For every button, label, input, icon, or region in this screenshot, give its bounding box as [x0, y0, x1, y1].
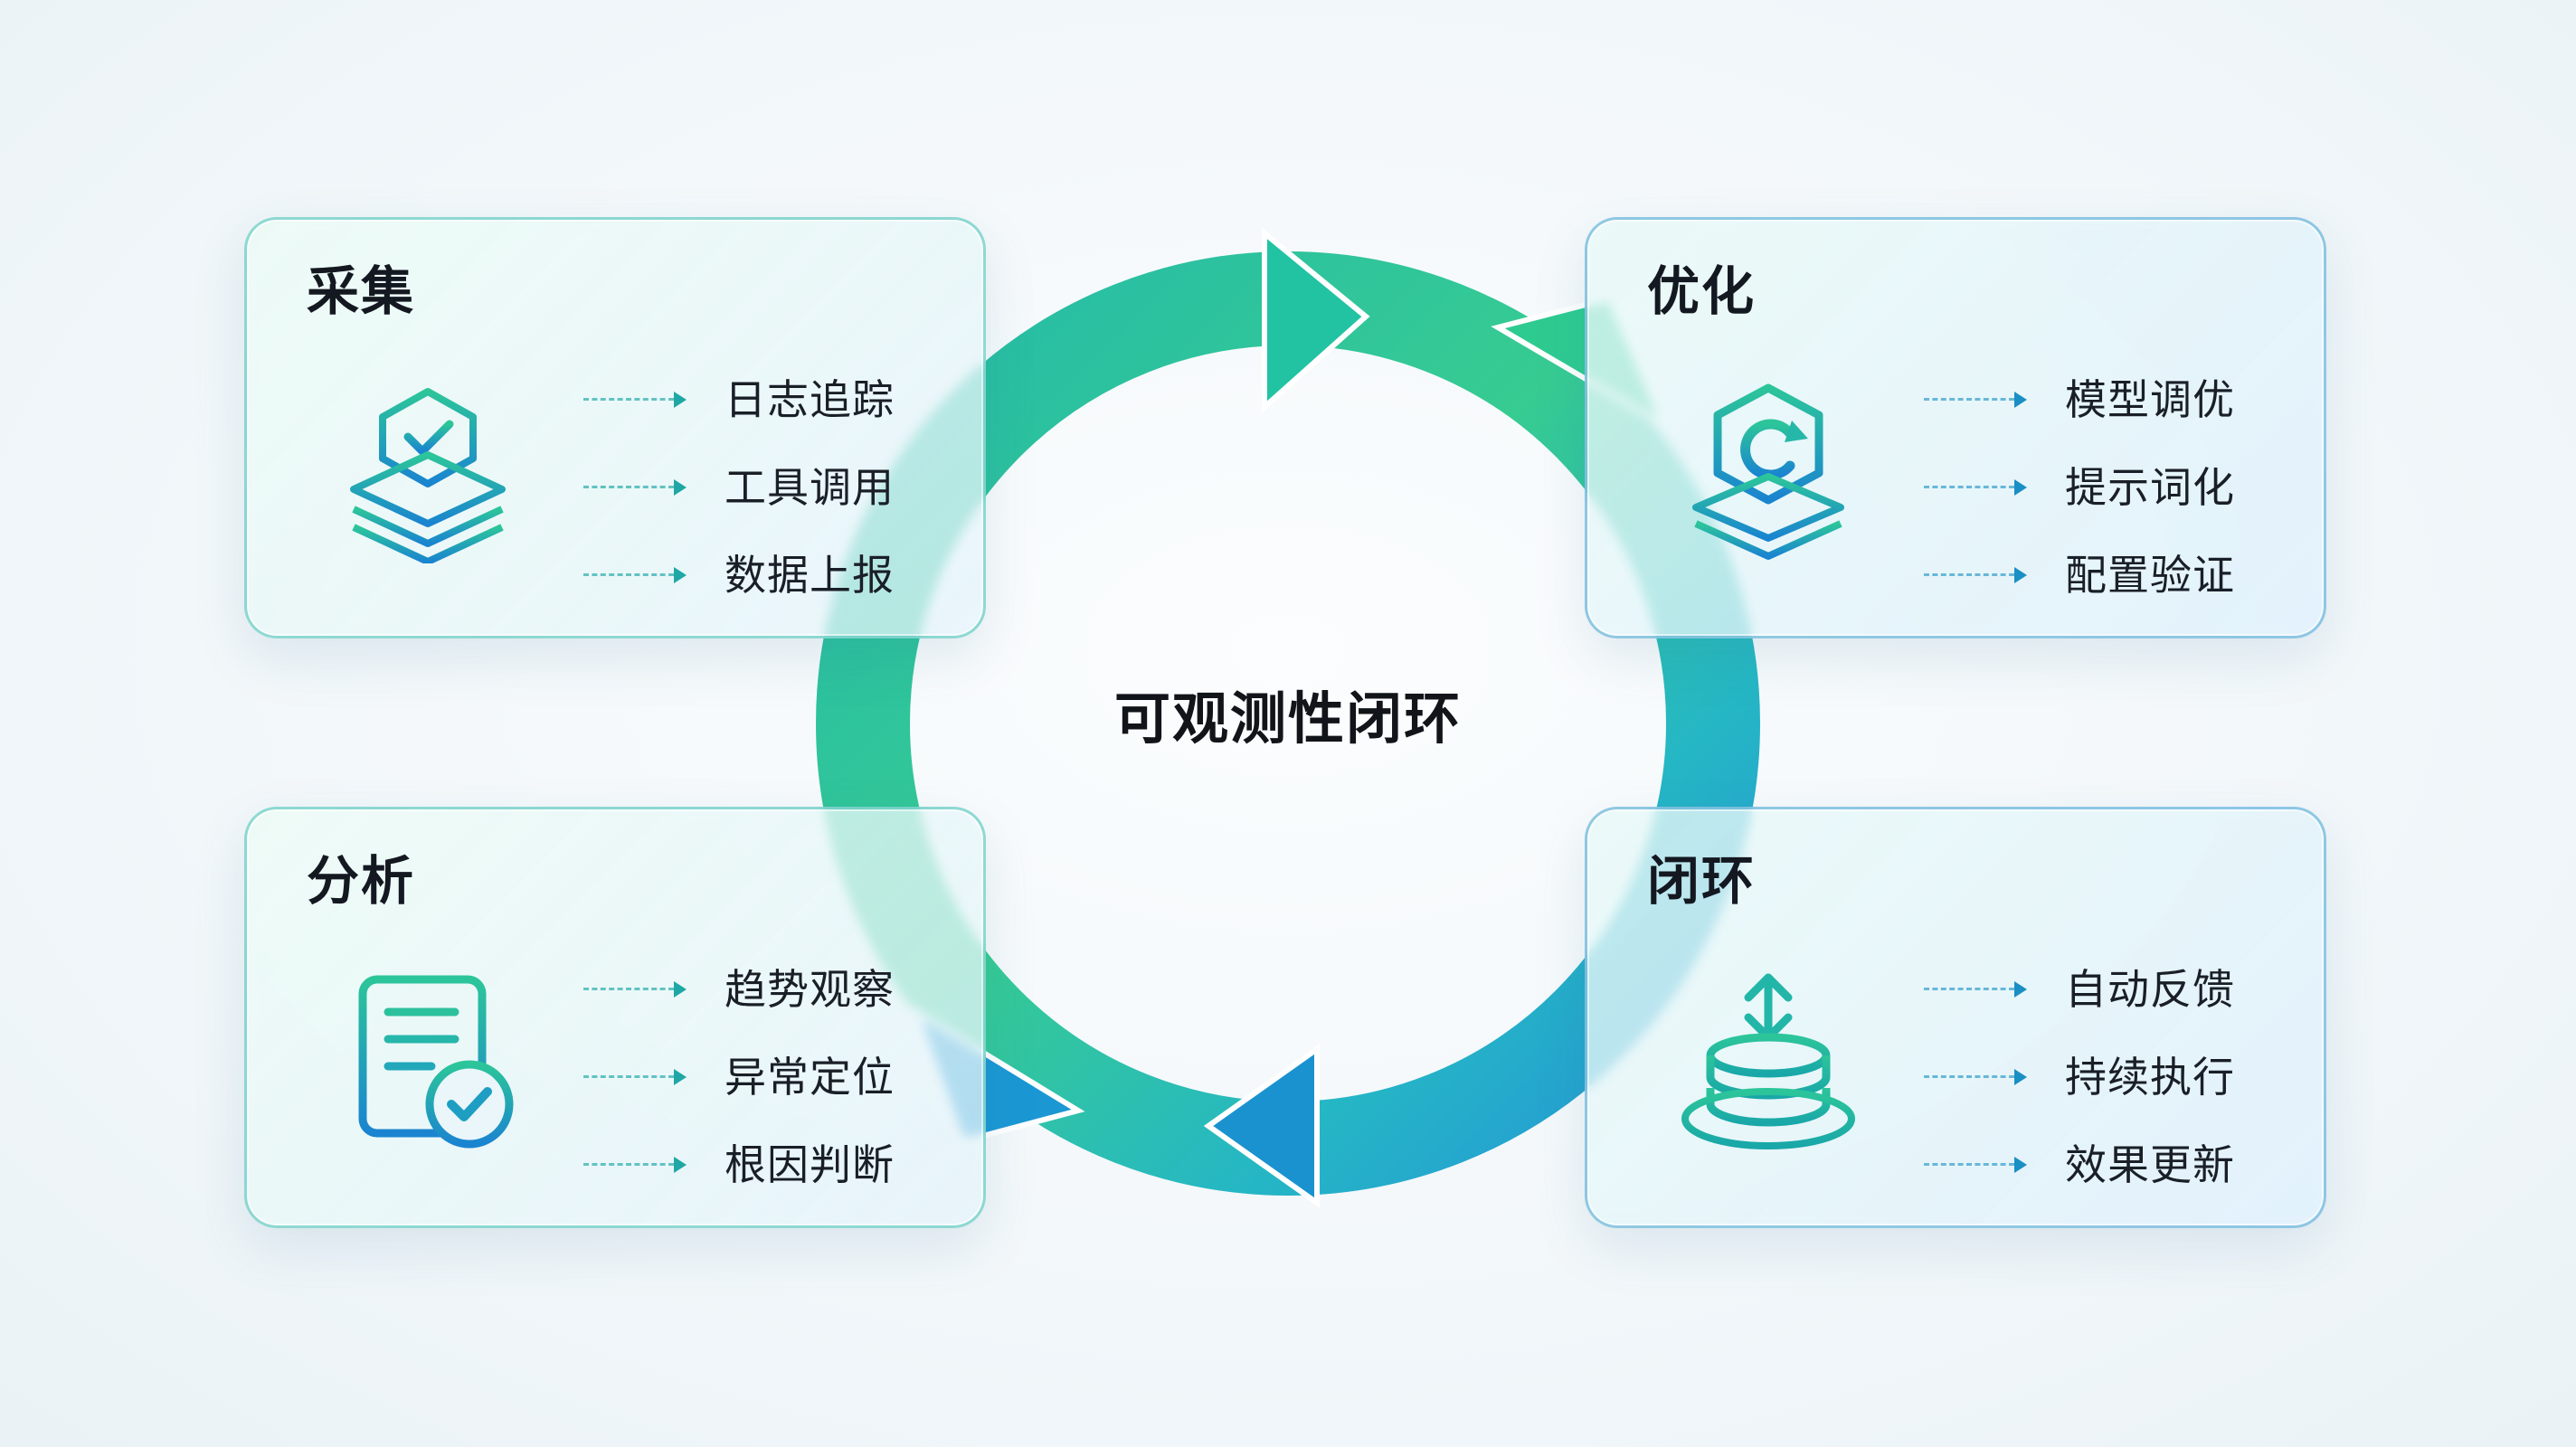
stage-card-analyze: 分析 趋势观察 异常定位 根因判断 — [244, 807, 986, 1228]
item-label: 根因判断 — [724, 1140, 895, 1189]
item-label: 工具调用 — [724, 462, 895, 512]
stage-item-list: 日志追踪 工具调用 数据上报 — [583, 355, 895, 619]
item-label: 效果更新 — [2065, 1140, 2235, 1189]
cycle-arrow-bottom — [1203, 1044, 1320, 1208]
item-label: 异常定位 — [724, 1052, 895, 1102]
stage-title: 分析 — [307, 850, 416, 912]
list-item: 数据上报 — [583, 531, 895, 619]
stage-item-list: 趋势观察 异常定位 根因判断 — [583, 945, 895, 1208]
cycle-arrow-top — [1262, 227, 1370, 413]
stage-title: 闭环 — [1647, 850, 1757, 912]
list-item: 持续执行 — [1924, 1033, 2235, 1121]
list-item: 自动反馈 — [1924, 945, 2235, 1033]
list-item: 趋势观察 — [583, 945, 895, 1033]
list-item: 日志追踪 — [583, 355, 895, 443]
list-item: 根因判断 — [583, 1121, 895, 1208]
item-label: 趋势观察 — [724, 964, 895, 1014]
list-item: 模型调优 — [1924, 355, 2235, 443]
item-label: 模型调优 — [2065, 374, 2235, 424]
layered-refresh-shield-icon — [1692, 383, 1844, 560]
list-item: 提示词化 — [1924, 443, 2235, 531]
stage-item-list: 自动反馈 持续执行 效果更新 — [1924, 945, 2235, 1208]
list-item: 配置验证 — [1924, 531, 2235, 619]
item-label: 数据上报 — [724, 550, 895, 600]
item-label: 配置验证 — [2065, 550, 2235, 600]
item-label: 持续执行 — [2065, 1052, 2235, 1102]
list-item: 异常定位 — [583, 1033, 895, 1121]
stage-card-optimize: 优化 模型调优 提示词化 配置验证 — [1585, 217, 2326, 638]
list-item: 工具调用 — [583, 443, 895, 531]
stage-title: 采集 — [307, 260, 416, 322]
list-item: 效果更新 — [1924, 1121, 2235, 1208]
stack-update-icon — [1681, 973, 1855, 1149]
item-label: 日志追踪 — [724, 374, 895, 424]
stage-card-collect: 采集 日志追踪 工具调用 数据上报 — [244, 217, 986, 638]
stage-item-list: 模型调优 提示词化 配置验证 — [1924, 355, 2235, 619]
stage-title: 优化 — [1647, 260, 1757, 322]
item-label: 提示词化 — [2065, 462, 2235, 512]
item-label: 自动反馈 — [2065, 964, 2235, 1014]
cycle-center-title: 可观测性闭环 — [1113, 686, 1462, 752]
document-check-icon — [358, 975, 514, 1149]
layered-shield-check-icon — [350, 388, 506, 563]
stage-card-loop: 闭环 自动反馈 持续执行 效果更新 — [1585, 807, 2326, 1228]
